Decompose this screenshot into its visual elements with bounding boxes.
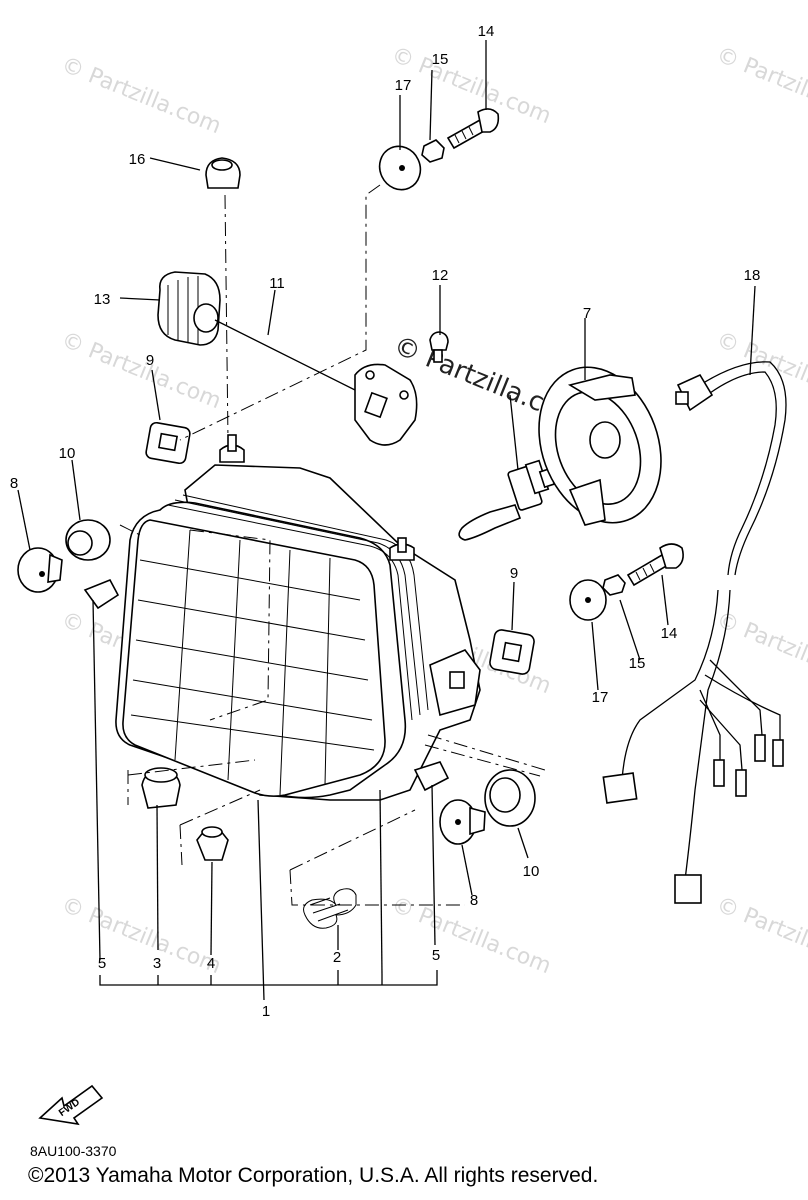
callout-9: 9 xyxy=(146,352,154,369)
callout-17: 17 xyxy=(395,77,412,94)
grommet-16 xyxy=(205,157,241,189)
bolt-8-left xyxy=(17,547,63,593)
wire-harness xyxy=(602,361,787,904)
callout-15: 15 xyxy=(432,51,449,68)
callout-2: 2 xyxy=(333,949,341,966)
callout-8: 8 xyxy=(10,475,18,492)
bolt-14-right xyxy=(626,543,684,587)
callout-11: 11 xyxy=(269,275,285,292)
watermark: © Partzilla.com xyxy=(388,42,555,129)
callout-labels: 14 15 17 16 11 12 18 13 7 9 10 8 9 14 15… xyxy=(10,23,761,1020)
watermark: © Partzilla.com xyxy=(713,892,808,979)
washer-17-right xyxy=(569,579,607,621)
headlight-unit xyxy=(115,434,481,801)
callout-13: 13 xyxy=(94,291,111,308)
callout-1: 1 xyxy=(262,1003,270,1020)
callout-9: 9 xyxy=(510,565,518,582)
callout-12: 12 xyxy=(432,267,449,284)
callout-14: 14 xyxy=(661,625,678,642)
callout-5: 5 xyxy=(432,947,440,964)
callout-8: 8 xyxy=(470,892,478,909)
callout-4: 4 xyxy=(207,955,215,972)
leader-lines xyxy=(17,40,756,1001)
screw-12 xyxy=(429,331,449,363)
callout-16: 16 xyxy=(129,151,146,168)
bolt-8-right xyxy=(439,799,486,845)
callout-15: 15 xyxy=(629,655,646,672)
damper-10-left xyxy=(65,519,111,561)
clip-5-left xyxy=(83,578,120,610)
callout-18: 18 xyxy=(744,267,761,284)
callout-17: 17 xyxy=(592,689,609,706)
grommet-9-right xyxy=(489,629,535,675)
grommet-9-left xyxy=(145,421,191,465)
watermark: © Partzilla.com xyxy=(58,892,225,979)
bolt-14-top xyxy=(446,108,500,150)
callout-10: 10 xyxy=(59,445,76,462)
copyright-notice: ©2013 Yamaha Motor Corporation, U.S.A. A… xyxy=(28,1164,599,1187)
adjuster-rod xyxy=(214,319,356,391)
damper-10-right xyxy=(484,769,536,827)
bulb-4 xyxy=(196,826,229,861)
nut-15-right xyxy=(602,574,626,596)
callout-3: 3 xyxy=(153,955,161,972)
socket-cover xyxy=(538,366,662,526)
adjuster-bracket xyxy=(354,363,418,446)
watermark: © Partzilla.com xyxy=(713,42,808,129)
nut-15-top xyxy=(421,139,445,163)
watermark: © Partzilla.com xyxy=(58,52,225,139)
diagram-part-code: 8AU100-3370 xyxy=(30,1143,117,1159)
callout-14: 14 xyxy=(478,23,495,40)
callout-5: 5 xyxy=(98,955,106,972)
forward-arrow-icon: FWD xyxy=(38,1084,104,1126)
adjuster-knob xyxy=(157,271,221,346)
washer-17-top xyxy=(378,145,422,191)
callout-10: 10 xyxy=(523,863,540,880)
spring-2 xyxy=(303,888,357,929)
headlight-bulb xyxy=(458,459,556,541)
bulb-socket-3 xyxy=(141,767,181,809)
callout-7: 7 xyxy=(583,305,591,322)
clip-5-right xyxy=(413,761,450,792)
